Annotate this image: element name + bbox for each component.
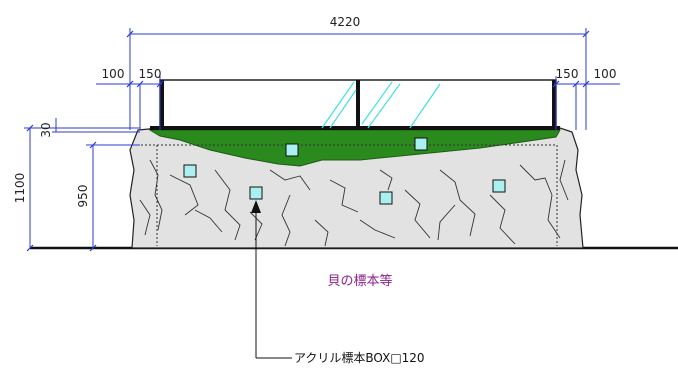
rock-cracks — [139, 159, 569, 247]
case-right-post — [552, 80, 556, 128]
glass-reflection — [367, 83, 401, 129]
dim-total-width: 4220 — [330, 15, 361, 29]
dim-right-inner: 150 — [556, 67, 579, 81]
glass-case — [150, 79, 560, 130]
glass-reflection — [329, 89, 357, 129]
specimen-box-label: アクリル標本BOX□120 — [294, 351, 425, 365]
glass-reflection — [361, 81, 393, 125]
dimension-ticks — [26, 30, 590, 252]
leader-line — [251, 200, 292, 359]
specimen-box — [249, 186, 263, 200]
case-left-post — [160, 80, 164, 128]
case-mid-post — [356, 80, 360, 128]
specimen-box — [414, 137, 428, 151]
glass-reflection — [409, 83, 441, 129]
specimen-boxes — [183, 137, 506, 205]
glass-reflection — [321, 81, 355, 129]
dimension-lines — [24, 28, 620, 248]
dim-total-height: 1100 — [13, 173, 27, 204]
specimen-box — [492, 179, 506, 193]
specimen-box — [285, 143, 299, 157]
specimen-box — [379, 191, 393, 205]
case-base — [150, 126, 560, 130]
dim-cap-height: 30 — [39, 122, 53, 137]
display-content-label: 貝の標本等 — [327, 273, 392, 289]
dim-left-inner: 150 — [139, 67, 162, 81]
dim-left-outer: 100 — [102, 67, 125, 81]
specimen-box — [183, 164, 197, 178]
dim-right-outer: 100 — [594, 67, 617, 81]
dim-rock-height: 950 — [76, 185, 90, 208]
